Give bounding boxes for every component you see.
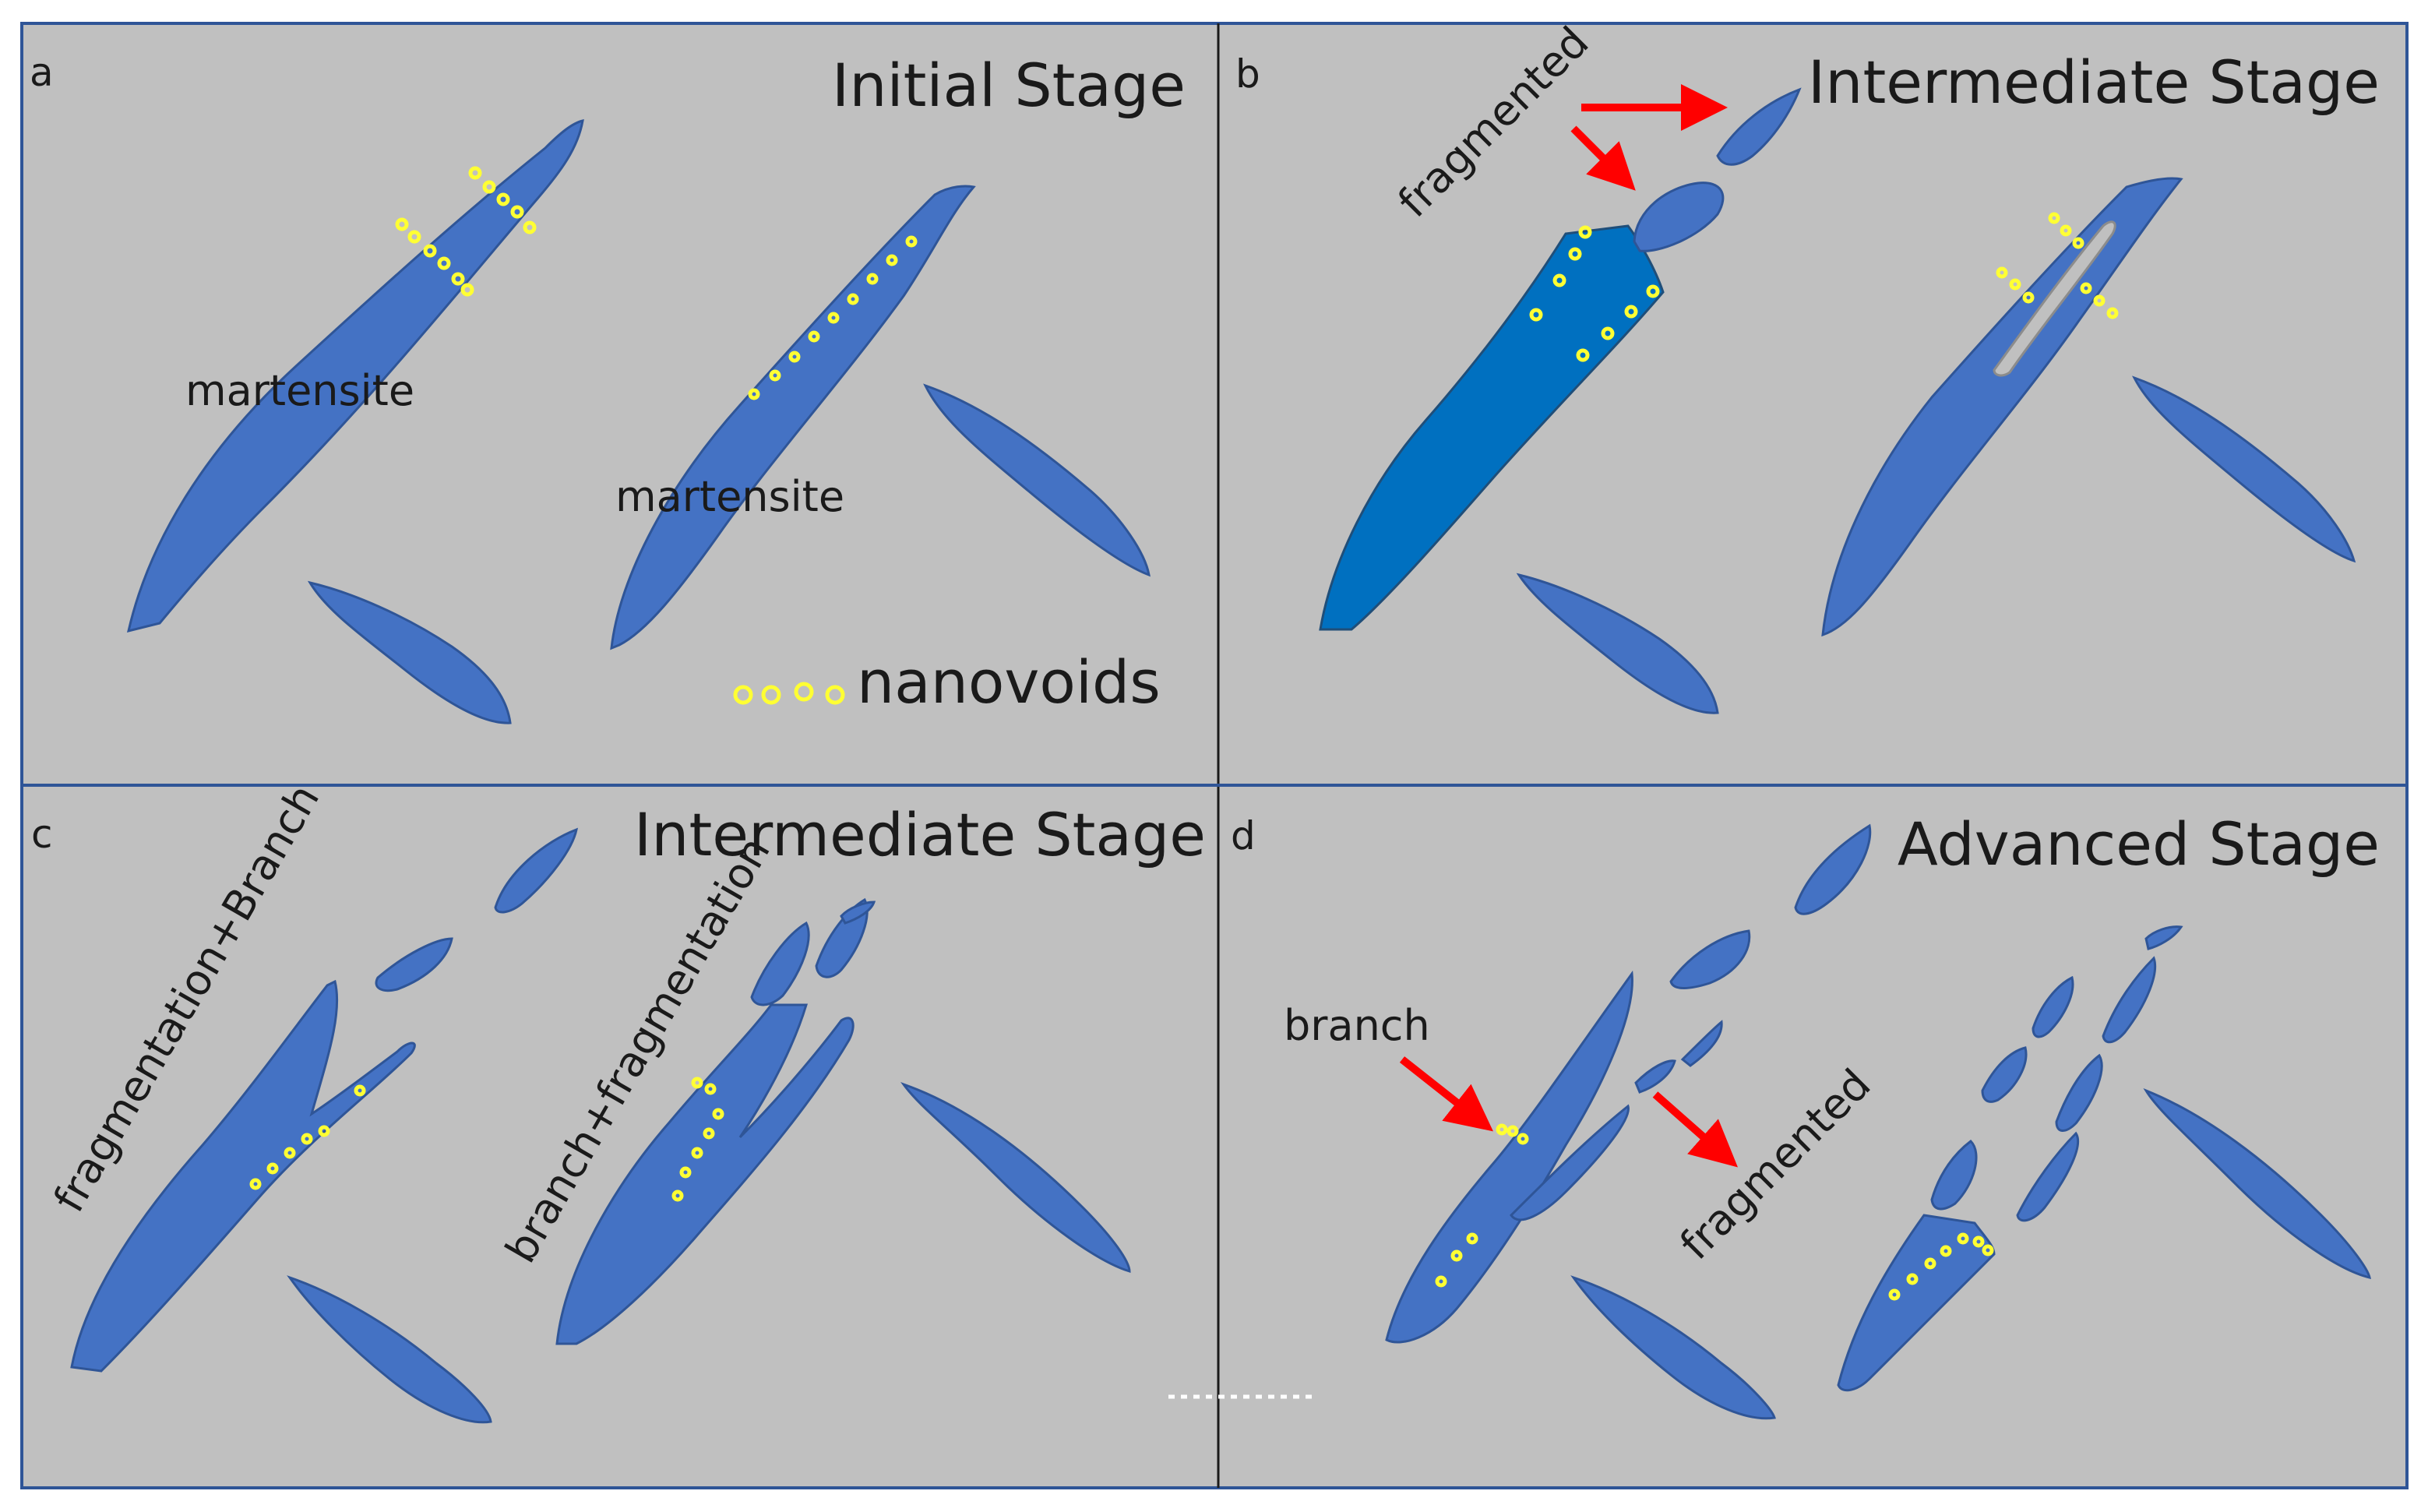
- nanovoid-row: [748, 235, 918, 400]
- branch-gap: [1993, 220, 2116, 377]
- fragment-piece: [2016, 1131, 2080, 1222]
- panel-letter: c: [31, 812, 53, 857]
- panel-letter: a: [30, 50, 54, 95]
- martensite-plate-diagonal: [923, 383, 1151, 577]
- nanovoid-row: [671, 1077, 724, 1202]
- fragment-piece: [1981, 1046, 2028, 1103]
- martensite-label: martensite: [615, 472, 844, 521]
- fragment-piece: [1633, 182, 1725, 252]
- panel-c-background: [22, 785, 1218, 1488]
- martensite-plate-fragmented: [1837, 1214, 1996, 1392]
- panel-letter: b: [1235, 51, 1260, 97]
- stage-title: Advanced Stage: [1898, 809, 2380, 879]
- fragment-piece: [375, 937, 453, 992]
- martensite-plate-small: [1516, 573, 1719, 714]
- panel-letter: d: [1231, 813, 1256, 858]
- martensite-plate-large: [126, 119, 584, 633]
- fragment-piece: [1716, 87, 1802, 166]
- panel-b-background: [1218, 23, 2407, 785]
- fragment-piece: [2055, 1053, 2103, 1132]
- fragment-piece: [840, 901, 876, 925]
- nanovoid-row: [395, 166, 537, 297]
- red-arrow: [1570, 125, 1636, 191]
- branch-fragment: [1510, 1104, 1630, 1221]
- nanovoids-legend-label: nanovoids: [857, 647, 1161, 717]
- martensite-plate-diagonal: [2143, 1087, 2371, 1280]
- martensite-plate-branched: [555, 1003, 855, 1345]
- martensite-plate-small: [1570, 1275, 1776, 1420]
- martensite-plate-small: [307, 580, 512, 724]
- nanovoid-row: [249, 1084, 366, 1190]
- stage-title: Intermediate Stage: [1808, 48, 2380, 117]
- nanovoid-row: [1996, 212, 2119, 319]
- fragment-piece: [1669, 929, 1751, 989]
- nanovoid-row: [1529, 225, 1660, 362]
- panel-a: a Initial Stage martensite martensite na…: [30, 50, 1186, 724]
- red-arrow: [1652, 1091, 1738, 1168]
- figure-border: [20, 22, 2409, 1489]
- martensite-plate-branched: [70, 979, 416, 1373]
- martensite-plate-branched: [1385, 970, 1633, 1344]
- martensite-plate-highlighted: [1319, 224, 1665, 631]
- nanovoid-row: [1888, 1232, 1994, 1301]
- nanovoid-row: [1435, 1123, 1529, 1288]
- fragment-piece: [750, 921, 810, 1006]
- fragment-piece: [2032, 975, 2074, 1038]
- fragment-piece: [2102, 956, 2157, 1044]
- fragment-piece: [1930, 1140, 1978, 1211]
- martensite-plate-diagonal: [900, 1082, 1131, 1274]
- fragment-piece: [1794, 823, 1872, 915]
- red-arrow: [1399, 1056, 1493, 1132]
- martensite-plate-right: [610, 185, 976, 650]
- martensite-plate-small: [287, 1275, 492, 1424]
- martensite-plate-branched: [1821, 177, 2183, 637]
- stage-title: Initial Stage: [832, 51, 1186, 120]
- nanovoid-legend-symbol: [733, 682, 845, 705]
- fragment-piece: [494, 827, 579, 914]
- fragment-piece: [2144, 925, 2183, 950]
- stage-title: Intermediate Stage: [634, 800, 1206, 869]
- panel-a-background: [22, 23, 1218, 785]
- fragment-piece: [1634, 1059, 1676, 1094]
- fragment-piece: [1680, 1020, 1723, 1067]
- martensite-plate-diagonal: [2131, 375, 2356, 563]
- branch-label: branch: [1284, 1001, 1430, 1050]
- martensite-label: martensite: [185, 366, 414, 415]
